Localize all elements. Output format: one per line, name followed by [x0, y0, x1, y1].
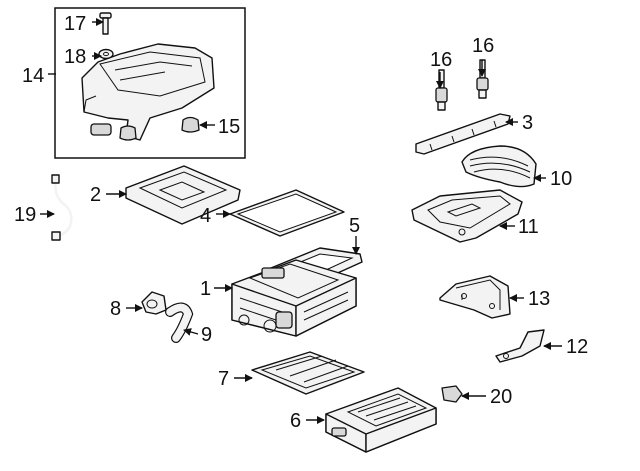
part-9-hose	[165, 302, 194, 343]
part-2-lid	[125, 165, 241, 225]
callout-9: 9	[201, 324, 212, 346]
callout-2: 2	[90, 184, 101, 206]
callout-4: 4	[200, 205, 211, 227]
callout-20: 20	[490, 386, 512, 408]
part-12-bracket	[495, 329, 545, 363]
part-16-sensor-left	[435, 69, 448, 111]
part-4-gasket	[229, 189, 345, 237]
callout-15: 15	[218, 116, 240, 138]
callout-labels: 17 18 14 15 16 16 3 10 2 4 5 11 19 1 13 …	[14, 13, 588, 432]
part-8-elbow	[141, 291, 167, 315]
part-13-bracket	[439, 275, 511, 319]
callout-12: 12	[566, 336, 588, 358]
part-19-cable	[51, 174, 73, 241]
part-6-base	[325, 387, 437, 453]
callout-13: 13	[528, 288, 550, 310]
callout-19: 19	[14, 204, 36, 226]
callout-7: 7	[218, 368, 229, 390]
callout-6: 6	[290, 410, 301, 432]
leader-lines	[40, 18, 562, 424]
callout-10: 10	[550, 168, 572, 190]
callout-5: 5	[349, 215, 360, 237]
callout-1: 1	[200, 278, 211, 300]
part-14-cover	[81, 43, 215, 141]
callout-16-right: 16	[472, 35, 494, 57]
callout-18: 18	[64, 46, 86, 68]
part-10-duct	[461, 145, 537, 188]
part-1-module	[231, 259, 357, 337]
part-18-washer	[98, 48, 114, 60]
callout-16-left: 16	[430, 49, 452, 71]
part-17-bolt	[99, 12, 112, 35]
callout-3: 3	[522, 112, 533, 134]
callout-11: 11	[518, 216, 539, 238]
inset-box-14	[54, 7, 246, 159]
part-11-tray	[411, 189, 523, 243]
callout-8: 8	[110, 298, 121, 320]
callout-14: 14	[22, 65, 44, 87]
part-15-grommet	[181, 116, 200, 133]
part-20-clip	[441, 385, 463, 403]
callout-17: 17	[64, 13, 86, 35]
part-14-caps	[90, 123, 137, 141]
part-7-plate	[251, 351, 365, 395]
